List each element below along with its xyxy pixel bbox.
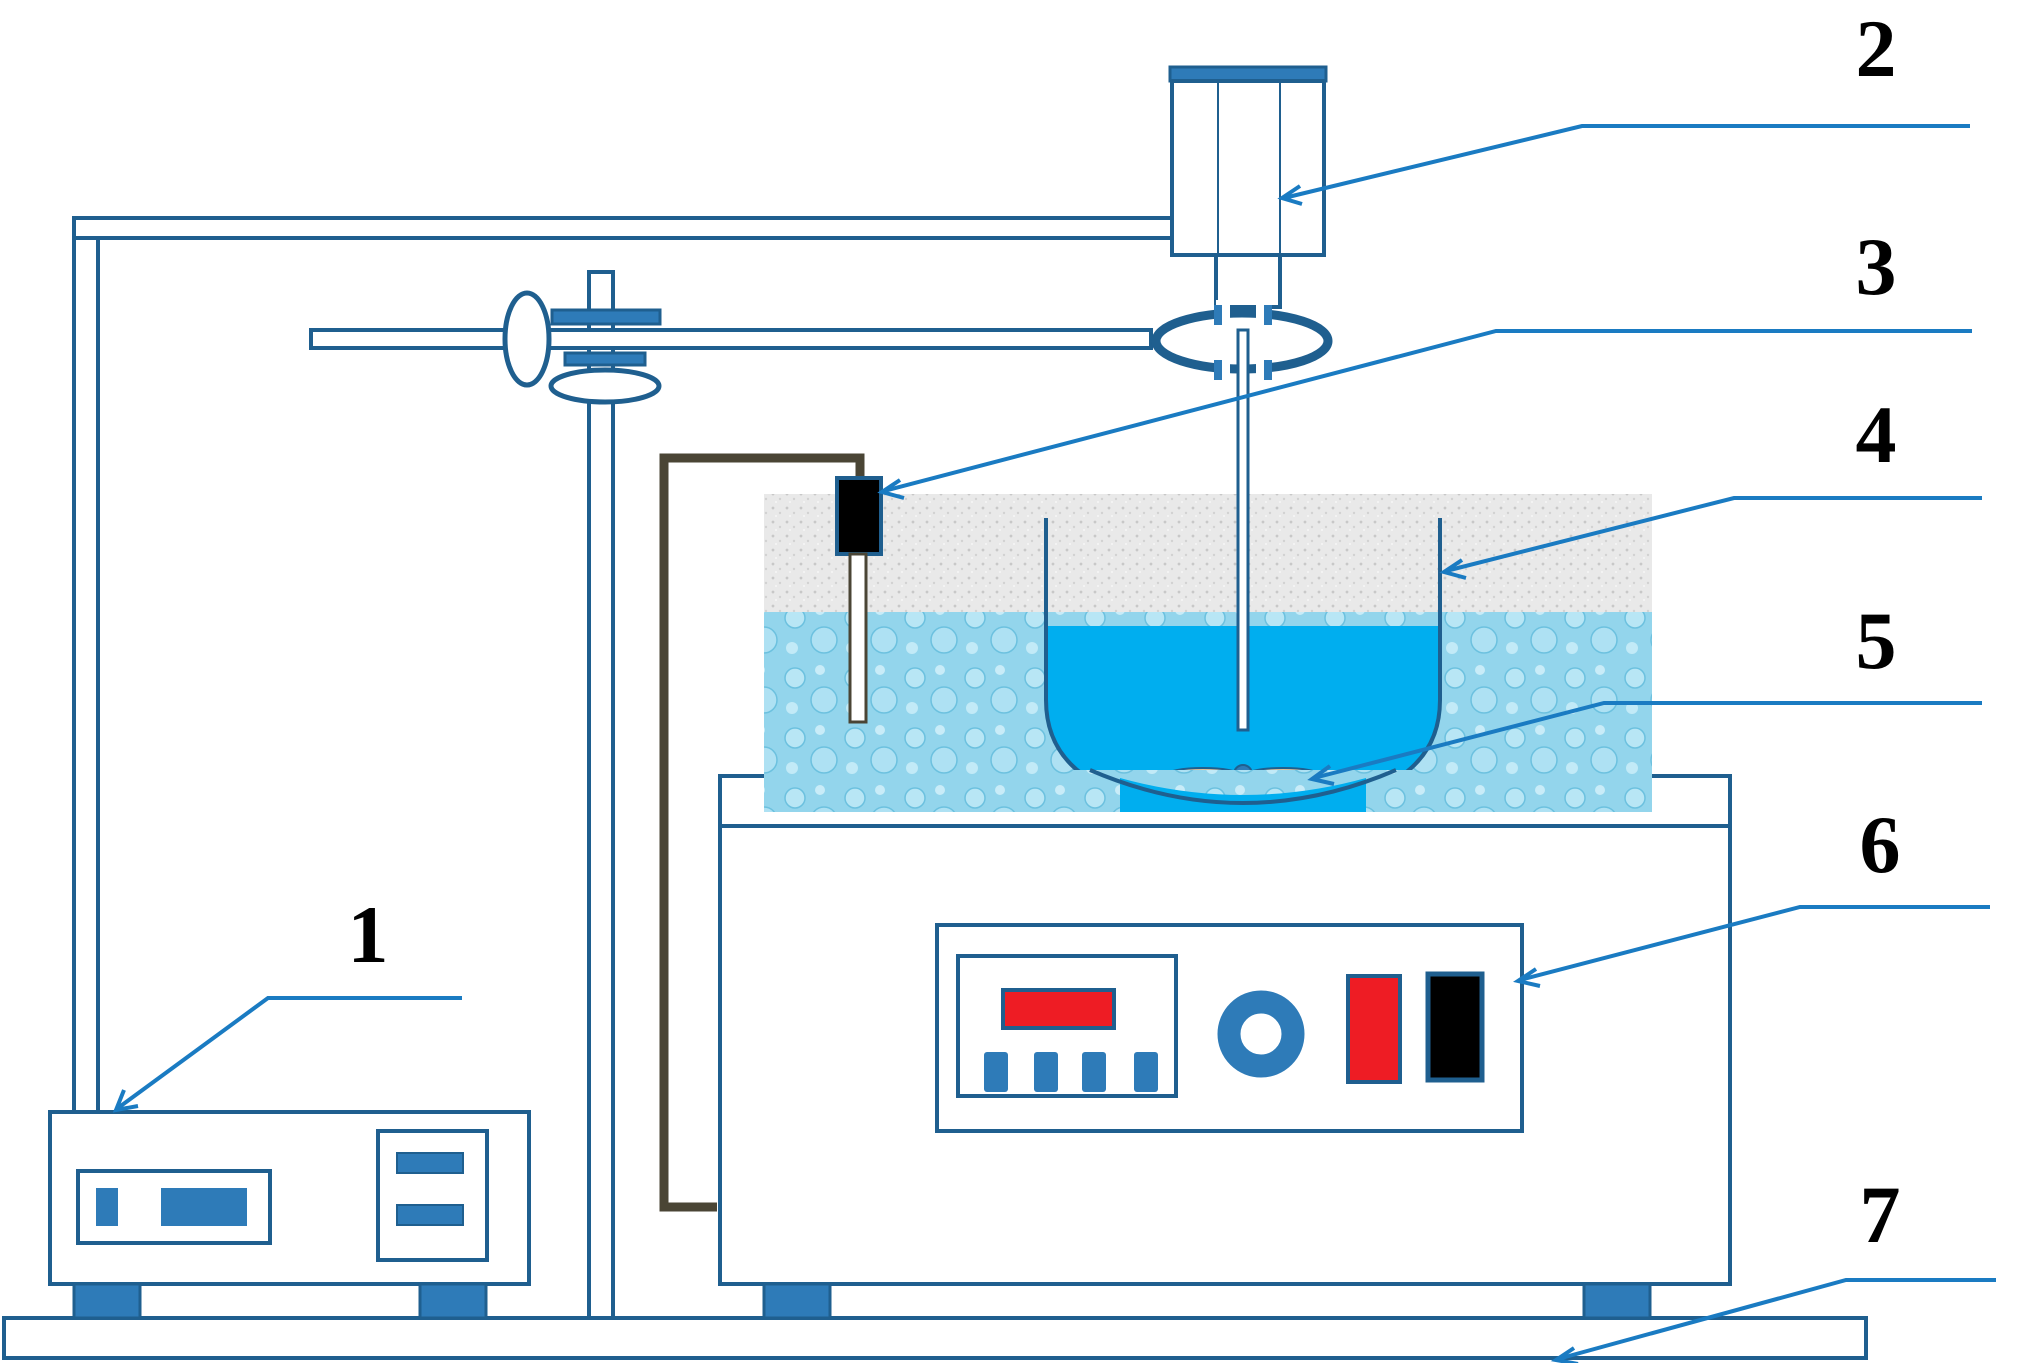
controller-button-frame xyxy=(376,1129,489,1262)
clamp-block-top xyxy=(550,308,662,326)
bath-key-4 xyxy=(1134,1052,1158,1092)
label-5: 5 xyxy=(1856,595,1897,686)
shaft-clamp-jaw-right-lower xyxy=(1264,360,1272,380)
bath-display xyxy=(1001,988,1116,1030)
clamp-ring-vertical xyxy=(502,290,552,388)
clamp-block-bottom xyxy=(563,351,647,367)
leader-line-1 xyxy=(112,996,462,1113)
controller-foot-right xyxy=(418,1282,488,1320)
leader-line-4 xyxy=(1439,496,1982,580)
shaft-clamp-jaw-left xyxy=(1214,305,1222,325)
label-7: 7 xyxy=(1860,1169,1901,1260)
controller-display xyxy=(161,1188,247,1226)
label-1: 1 xyxy=(348,889,389,980)
motor-body xyxy=(1170,79,1326,257)
stirrer-shaft xyxy=(1236,328,1250,732)
clamp-ring-horizontal xyxy=(548,367,662,405)
label-6: 6 xyxy=(1860,799,1901,890)
vessel-liquid-lower xyxy=(1120,778,1366,812)
bath-switch-black xyxy=(1425,971,1485,1083)
motor-cap xyxy=(1168,65,1328,83)
bath-key-1 xyxy=(984,1052,1008,1092)
bath-key-3 xyxy=(1082,1052,1106,1092)
probe-stem xyxy=(848,552,868,724)
bath-foot-left xyxy=(762,1282,832,1320)
middle-support-rod xyxy=(587,270,615,1320)
left-support-rod xyxy=(72,216,100,1115)
label-3: 3 xyxy=(1856,221,1897,312)
controller-button-top xyxy=(396,1152,464,1174)
motor-coupling xyxy=(1214,253,1282,309)
bath-dial xyxy=(1217,990,1305,1078)
shaft-clamp-jaw-left-lower xyxy=(1214,360,1222,380)
bath-key-2 xyxy=(1034,1052,1058,1092)
leader-line-6 xyxy=(1513,905,1990,988)
lower-crossbar xyxy=(309,328,1153,350)
shaft-clamp-jaw-right xyxy=(1264,305,1272,325)
controller-indicator xyxy=(96,1188,118,1226)
bath-switch-red xyxy=(1346,974,1402,1084)
label-4: 4 xyxy=(1856,389,1897,480)
base-plate xyxy=(2,1316,1868,1360)
label-2: 2 xyxy=(1856,3,1897,94)
leader-line-5 xyxy=(1307,701,1982,786)
controller-button-bottom xyxy=(396,1204,464,1226)
top-crossbar xyxy=(72,216,1176,240)
leader-line-2 xyxy=(1277,124,1970,206)
controller-foot-left xyxy=(72,1282,142,1320)
insulation-layer xyxy=(764,494,1652,612)
reaction-vessel-lower xyxy=(1089,768,1397,805)
probe-head xyxy=(835,476,883,556)
probe-cable xyxy=(659,453,865,1212)
bath-foot-right xyxy=(1582,1282,1652,1320)
leader-line-3 xyxy=(877,329,1972,500)
